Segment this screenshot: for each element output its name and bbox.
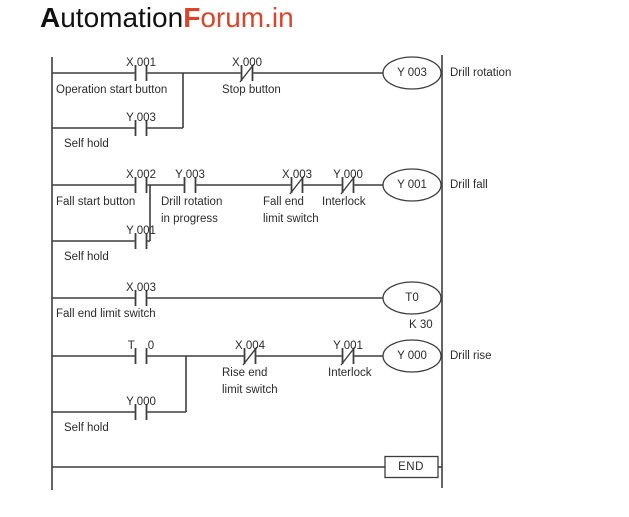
end-rung <box>52 455 442 479</box>
contact-address-label: X 002 <box>125 169 157 181</box>
contact-caption: Self hold <box>64 251 109 263</box>
contact-caption: Fall end limit switch <box>263 196 319 225</box>
no-contact-x003-timer <box>134 289 148 307</box>
nc-contact-x000 <box>239 63 255 83</box>
coil-label: Y 001 <box>397 179 427 191</box>
coil-y001 <box>382 168 442 202</box>
contact-caption: Fall end limit switch <box>56 308 156 320</box>
output-label: Drill rotation <box>450 67 512 79</box>
contact-address-label: Y 000 <box>126 396 156 408</box>
coil-y003 <box>382 56 442 90</box>
rung-2-wires <box>52 184 383 242</box>
nc-contact-y001 <box>340 346 356 366</box>
nc-contact-x003 <box>289 175 305 195</box>
rung-1-wires <box>52 72 383 129</box>
contact-address-label: Y 003 <box>175 169 205 181</box>
contact-address-label: X 004 <box>234 340 266 352</box>
coil-t0 <box>382 281 442 315</box>
contact-address-label: X 003 <box>281 169 313 181</box>
nc-contact-x004 <box>242 346 258 366</box>
contact-caption: Interlock <box>322 196 366 208</box>
contact-address-label: X 000 <box>231 57 263 69</box>
automationforum-logo: AutomationForum.in <box>40 2 294 34</box>
no-contact-t0 <box>134 347 148 365</box>
contact-address-label: X 003 <box>125 282 157 294</box>
no-contact-y003-selfhold <box>134 119 148 137</box>
contact-address-label: Y 000 <box>333 169 363 181</box>
contact-address-label: Y 001 <box>126 225 156 237</box>
contact-caption: Drill rotation in progress <box>161 196 223 225</box>
contact-caption: Self hold <box>64 422 109 434</box>
logo-text-part: F <box>183 2 201 33</box>
contact-caption: Interlock <box>328 367 372 379</box>
no-contact-x002 <box>134 176 148 194</box>
coil-label: Y 000 <box>397 350 427 362</box>
contact-address-label: Y 001 <box>333 340 363 352</box>
logo-text-part: A <box>40 2 61 33</box>
coil-y000 <box>382 339 442 373</box>
logo-text-part: utomation <box>60 2 184 33</box>
coil-label: T0 <box>405 292 419 304</box>
contact-caption: Fall start button <box>56 196 136 208</box>
output-label: Drill rise <box>450 350 492 362</box>
contact-address-label: X 001 <box>125 57 157 69</box>
timer-constant-label: K 30 <box>409 319 433 331</box>
contact-caption: Self hold <box>64 138 109 150</box>
output-label: Drill fall <box>450 179 488 191</box>
contact-address-label: Y 003 <box>126 112 156 124</box>
rung-4-wires <box>52 355 383 413</box>
contact-address-label: T 0 <box>127 340 155 352</box>
nc-contact-y000 <box>340 175 356 195</box>
logo-text-part: orum.in <box>200 2 294 33</box>
no-contact-y001-selfhold <box>134 232 148 250</box>
coil-label: Y 003 <box>397 67 427 79</box>
contact-caption: Stop button <box>222 84 281 96</box>
contact-caption: Rise end limit switch <box>222 367 278 396</box>
no-contact-y003 <box>183 176 197 194</box>
no-contact-y000-selfhold <box>134 403 148 421</box>
end-label: END <box>398 461 424 473</box>
no-contact-x001 <box>134 64 148 82</box>
contact-caption: Operation start button <box>56 84 168 96</box>
